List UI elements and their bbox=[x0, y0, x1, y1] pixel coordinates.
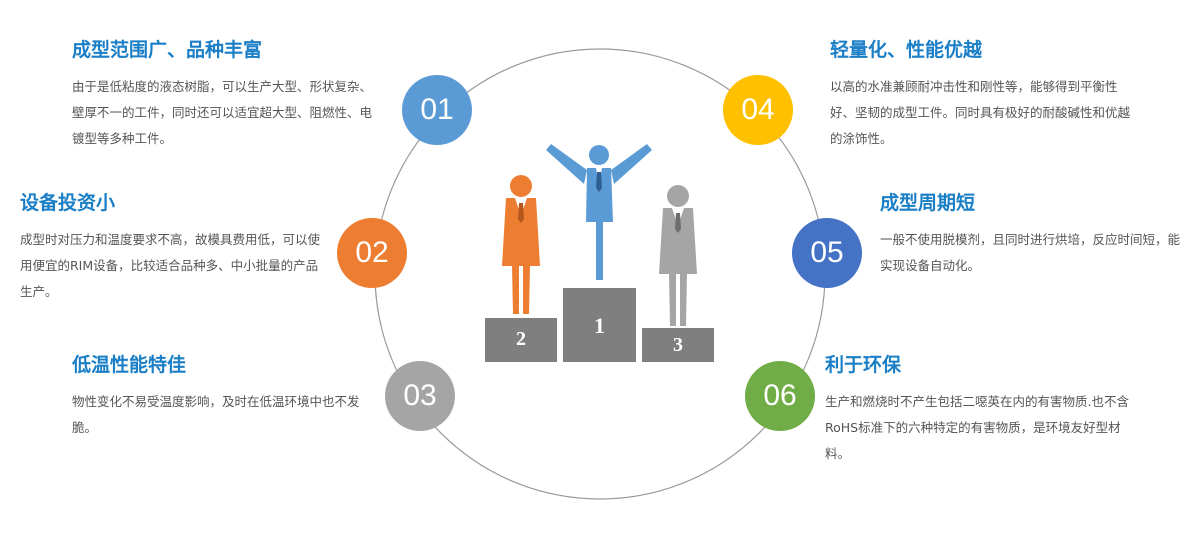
feature-05: 成型周期短 一般不使用脱模剂，且同时进行烘培，反应时间短，能实现设备自动化。 bbox=[880, 191, 1180, 279]
feature-02-desc: 成型时对压力和温度要求不高，故模具费用低，可以使用便宜的RIM设备，比较适合品种… bbox=[20, 232, 321, 299]
badge-04: 04 bbox=[723, 75, 793, 145]
podium-first-label: 1 bbox=[594, 313, 605, 338]
feature-02-title: 设备投资小 bbox=[20, 192, 116, 214]
feature-05-title: 成型周期短 bbox=[880, 192, 976, 214]
second-place-figure-icon bbox=[502, 175, 540, 314]
feature-04: 轻量化、性能优越 以高的水准兼顾耐冲击性和刚性等，能够得到平衡性好、坚韧的成型工… bbox=[830, 38, 1130, 152]
feature-06-desc: 生产和燃烧时不产生包括二噁英在内的有害物质.也不含RoHS标准下的六种特定的有害… bbox=[825, 394, 1129, 461]
third-place-figure-icon bbox=[659, 185, 697, 326]
badge-05: 05 bbox=[792, 218, 862, 288]
feature-03-title: 低温性能特佳 bbox=[72, 354, 187, 376]
podium-first-box bbox=[563, 288, 636, 362]
badge-06: 06 bbox=[745, 361, 815, 431]
feature-02: 设备投资小 成型时对压力和温度要求不高，故模具费用低，可以使用便宜的RIM设备，… bbox=[20, 191, 320, 305]
badge-03: 03 bbox=[385, 361, 455, 431]
badge-01: 01 bbox=[402, 75, 472, 145]
feature-06: 利于环保 生产和燃烧时不产生包括二噁英在内的有害物质.也不含RoHS标准下的六种… bbox=[825, 353, 1130, 467]
podium-third-label: 3 bbox=[673, 334, 683, 356]
feature-01-desc: 由于是低粘度的液态树脂，可以生产大型、形状复杂、壁厚不一的工件，同时还可以适宜超… bbox=[72, 79, 373, 146]
feature-01: 成型范围广、品种丰富 由于是低粘度的液态树脂，可以生产大型、形状复杂、壁厚不一的… bbox=[72, 38, 372, 152]
feature-04-title: 轻量化、性能优越 bbox=[830, 39, 983, 61]
feature-03: 低温性能特佳 物性变化不易受温度影响，及时在低温环境中也不发脆。 bbox=[72, 353, 372, 441]
podium-third-box bbox=[642, 328, 714, 362]
feature-04-desc: 以高的水准兼顾耐冲击性和刚性等，能够得到平衡性好、坚韧的成型工件。同时具有极好的… bbox=[830, 79, 1131, 146]
feature-05-desc: 一般不使用脱模剂，且同时进行烘培，反应时间短，能实现设备自动化。 bbox=[880, 232, 1181, 273]
podium-second-label: 2 bbox=[516, 328, 526, 350]
feature-06-title: 利于环保 bbox=[825, 354, 902, 376]
winner-figure-icon bbox=[546, 144, 652, 280]
badge-02: 02 bbox=[337, 218, 407, 288]
podium-second-box bbox=[485, 318, 557, 362]
feature-03-desc: 物性变化不易受温度影响，及时在低温环境中也不发脆。 bbox=[72, 394, 360, 435]
feature-01-title: 成型范围广、品种丰富 bbox=[72, 39, 263, 61]
